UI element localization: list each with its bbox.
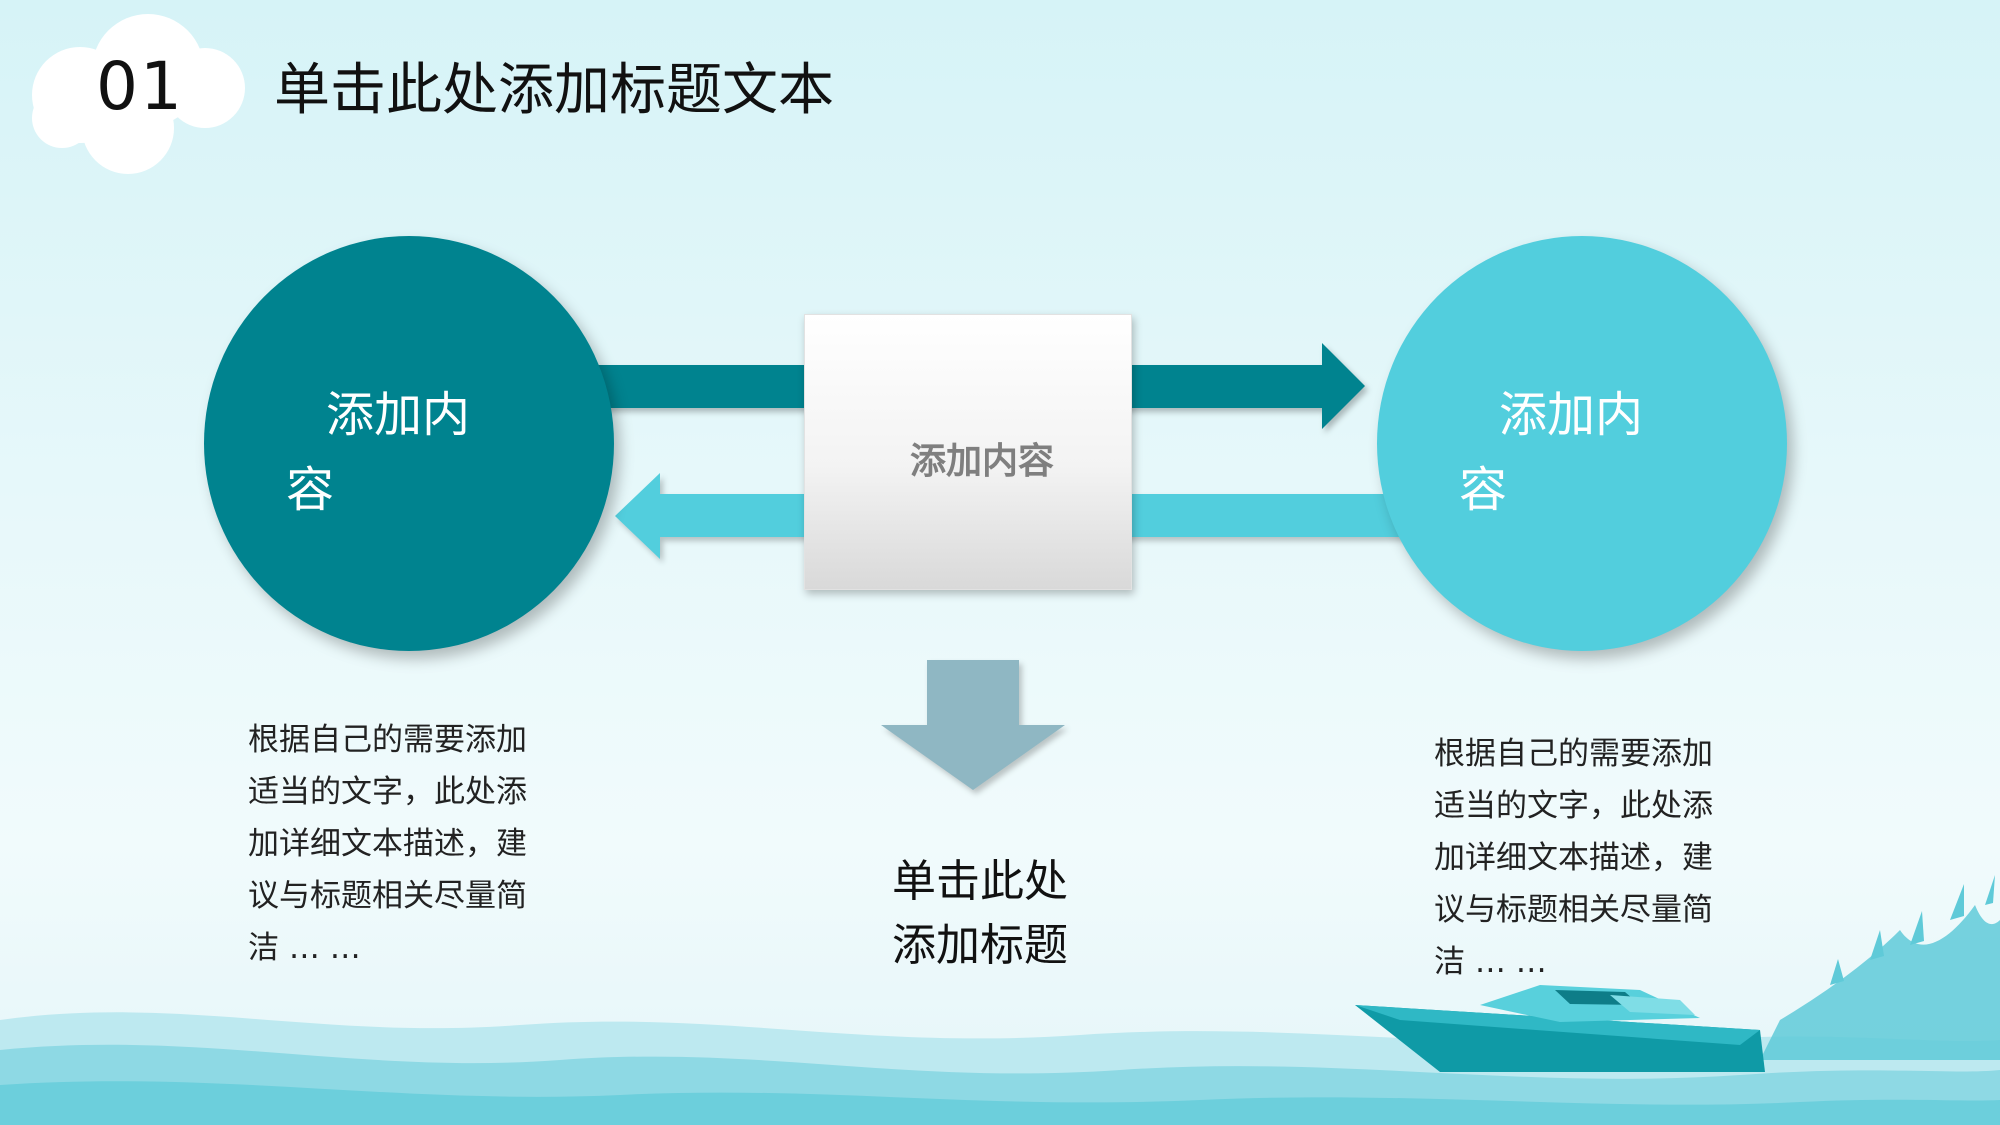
- cloud-icon: [32, 14, 245, 174]
- left-description[interactable]: 根据自己的需要添加适当的文字，此处添加详细文本描述，建议与标题相关尽量简洁 … …: [248, 722, 527, 966]
- left-circle-label: 添加内 容: [286, 378, 546, 528]
- left-circle[interactable]: [204, 236, 614, 651]
- boat-icon: [1355, 985, 1765, 1072]
- bottom-title[interactable]: 单击此处 添加标题: [880, 850, 1080, 978]
- slide-title[interactable]: 单击此处添加标题文本: [274, 58, 834, 123]
- center-box-label: 添加内容: [909, 441, 1054, 482]
- left-circle-line2: 容: [286, 462, 335, 518]
- center-box[interactable]: [804, 314, 1132, 590]
- water-spray: [1760, 875, 2000, 1060]
- right-circle[interactable]: [1377, 236, 1787, 651]
- right-circle-line2: 容: [1459, 462, 1508, 518]
- bottom-title-line1: 单击此处: [892, 856, 1068, 907]
- left-circle-line1: 添加内: [326, 387, 471, 443]
- bottom-title-line2: 添加标题: [892, 920, 1068, 971]
- slide-number: 01: [96, 48, 184, 125]
- right-description[interactable]: 根据自己的需要添加适当的文字，此处添加详细文本描述，建议与标题相关尽量简洁 … …: [1434, 736, 1713, 980]
- waves: [0, 1012, 2000, 1125]
- down-arrow-icon: [881, 660, 1065, 790]
- right-circle-line1: 添加内: [1499, 387, 1644, 443]
- right-circle-label: 添加内 容: [1459, 378, 1719, 528]
